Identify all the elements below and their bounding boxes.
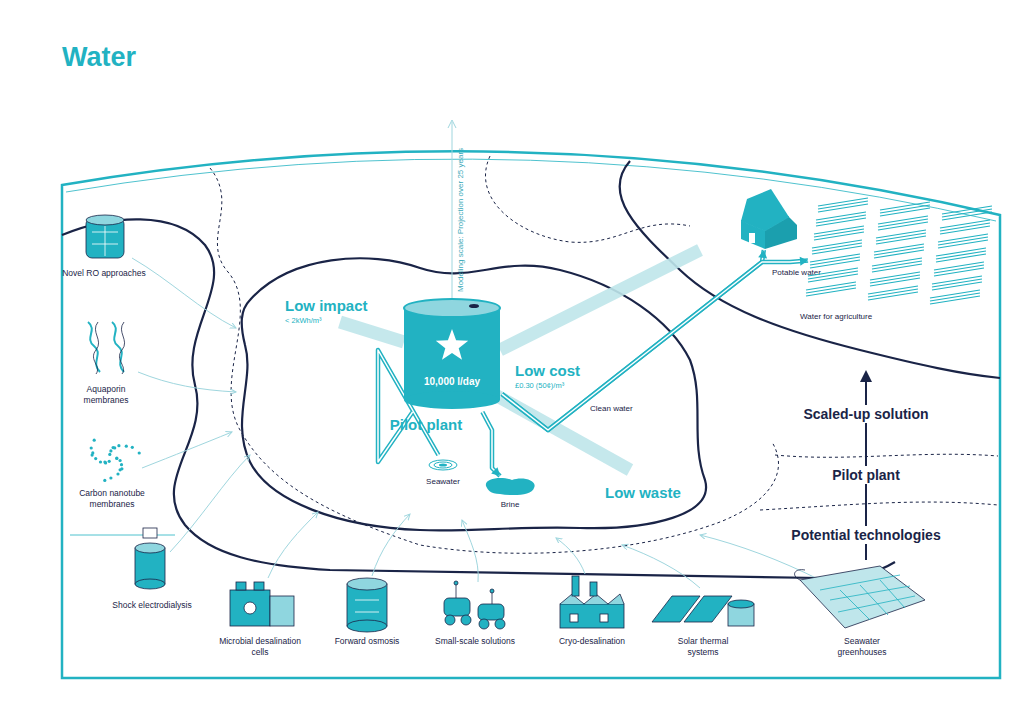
node-text: 10,000 l/day <box>424 376 480 387</box>
criteria-label: Low waste <box>605 484 681 501</box>
criteria-label: Low impact <box>285 297 368 314</box>
pilot-plant-tank: 10,000 l/dayPilot plant <box>402 298 502 412</box>
agricultural-fields: Water for agriculture <box>808 198 998 308</box>
technology-label: Forward osmosis <box>325 636 409 647</box>
technology-label: Cryo-desalination <box>550 636 634 647</box>
technology-label: Novel RO approaches <box>62 268 146 279</box>
arrow-head <box>800 257 808 266</box>
technology-label: Carbon nanotube membranes <box>70 488 154 509</box>
technology-label: Solar thermal systems <box>661 636 745 657</box>
criteria-label: Modeling scale: Projection over 25 years <box>456 142 466 292</box>
pipe-label: Clean water <box>588 404 635 413</box>
seawater-intake-shape <box>428 455 458 471</box>
criteria-label: Low cost <box>515 362 580 379</box>
node-text: Water for agriculture <box>800 312 872 321</box>
pilot-plant-tank-shape <box>402 298 502 412</box>
water-pipe <box>502 257 808 430</box>
node-text: Seawater <box>426 477 460 486</box>
arrow-head <box>758 250 767 259</box>
criteria-label: < 2kWh/m³ <box>285 316 321 325</box>
technology-label: Microbial desalination cells <box>218 636 302 657</box>
house: Potable water <box>735 195 801 250</box>
seawater-intake: Seawater <box>428 455 458 471</box>
brine-pool-shape <box>482 476 538 496</box>
node-text: Pilot plant <box>390 416 463 433</box>
water-pipe <box>502 250 767 430</box>
arrow-head <box>491 467 500 476</box>
node-text: Brine <box>501 500 520 509</box>
technology-label: Aquaporin membranes <box>64 384 148 405</box>
stage-label: Potential technologies <box>787 526 944 544</box>
house-shape <box>735 195 801 250</box>
stage-label: Scaled-up solution <box>799 405 932 423</box>
technology-label: Shock electrodialysis <box>110 600 194 611</box>
criteria-label: £0.30 (50¢)/m³ <box>515 381 564 390</box>
water-pipe <box>482 412 500 476</box>
diagram-title: Water <box>62 42 136 73</box>
technology-label: Seawater greenhouses <box>820 636 904 657</box>
technology-label: Small-scale solutions <box>433 636 517 647</box>
stage-label: Pilot plant <box>828 466 904 484</box>
agricultural-fields-shape <box>808 198 998 308</box>
brine-pool: Brine <box>482 476 538 496</box>
